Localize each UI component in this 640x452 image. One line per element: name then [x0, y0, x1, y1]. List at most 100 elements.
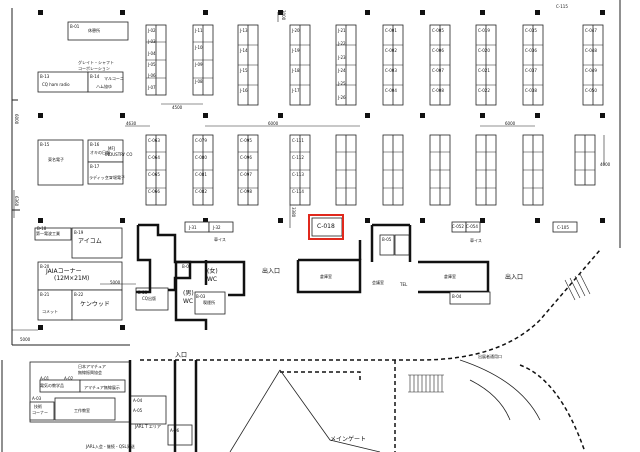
- booth-c-098[interactable]: C-098: [240, 189, 252, 194]
- booth-b-16[interactable]: B-16: [90, 142, 100, 147]
- booth-j-03[interactable]: J-03: [148, 39, 156, 45]
- booth-c-063[interactable]: C-063: [148, 138, 160, 143]
- booth-c-019[interactable]: C-019: [478, 28, 490, 33]
- booth-c-081[interactable]: C-081: [195, 172, 207, 177]
- booth-c-066[interactable]: C-066: [148, 189, 160, 194]
- booth-c-018[interactable]: C-018: [317, 223, 335, 230]
- booth-b-13[interactable]: B-13: [40, 74, 50, 79]
- booth-c-037[interactable]: C-037: [525, 68, 537, 73]
- booth-c-003[interactable]: C-003: [385, 68, 397, 73]
- booth-a-05[interactable]: A-05: [133, 408, 143, 413]
- booth-j-10[interactable]: J-10: [195, 45, 203, 50]
- booth-j-31[interactable]: J-31: [189, 225, 197, 230]
- booth-j-24[interactable]: J-24: [338, 68, 346, 73]
- booth-j-04[interactable]: J-04: [148, 50, 156, 56]
- booth-j-22[interactable]: J-22: [338, 41, 346, 47]
- booth-a-02[interactable]: A-02: [64, 376, 74, 381]
- booth-b-02[interactable]: B-02: [182, 264, 192, 269]
- booth-b-04[interactable]: B-04: [452, 294, 462, 299]
- booth-j-05[interactable]: J-05: [148, 62, 156, 67]
- booth-c-112[interactable]: C-112: [292, 155, 304, 160]
- booth-c-022[interactable]: C-022: [478, 88, 490, 93]
- booth-b-01[interactable]: B-01: [70, 24, 80, 29]
- dim-6000-left: 6000: [14, 114, 19, 125]
- booth-b-14[interactable]: B-14: [90, 74, 100, 79]
- booth-a-01[interactable]: A-01: [40, 376, 50, 381]
- booth-j-18[interactable]: J-18: [292, 68, 300, 73]
- booth-b-03[interactable]: B-03: [196, 294, 206, 299]
- booth-c-002[interactable]: C-002: [385, 48, 397, 53]
- booth-b-19[interactable]: B-19: [74, 230, 84, 235]
- booth-c-035[interactable]: C-035: [525, 28, 537, 33]
- booth-j-15[interactable]: J-15: [240, 68, 248, 73]
- booth-b-23[interactable]: B-23: [138, 290, 148, 295]
- booth-b-18[interactable]: B-18: [37, 226, 47, 231]
- booth-j-09[interactable]: J-09: [195, 62, 203, 67]
- booth-j-32[interactable]: J-32: [213, 225, 221, 230]
- oki-label: オキの日報: [90, 150, 110, 155]
- booth-c-006[interactable]: C-006: [432, 48, 444, 53]
- booth-b-15[interactable]: B-15: [40, 142, 50, 147]
- booth-c-001[interactable]: C-001: [385, 28, 397, 33]
- booth-b-21[interactable]: B-21: [40, 292, 50, 297]
- booth-j-13[interactable]: J-13: [240, 28, 248, 33]
- booth-c-082[interactable]: C-082: [195, 189, 207, 194]
- booth-c-021[interactable]: C-021: [478, 68, 490, 73]
- booth-j-16[interactable]: J-16: [240, 88, 248, 93]
- booth-c-080[interactable]: C-080: [195, 155, 207, 160]
- booth-j-20[interactable]: J-20: [292, 28, 300, 33]
- booth-c-115[interactable]: C-115: [556, 4, 568, 9]
- booth-j-23[interactable]: J-23: [338, 54, 346, 60]
- booth-j-14[interactable]: J-14: [240, 48, 248, 53]
- booth-c-064[interactable]: C-064: [148, 155, 160, 160]
- booth-c-005[interactable]: C-005: [432, 28, 444, 33]
- booth-c-020[interactable]: C-020: [478, 48, 490, 53]
- booth-c-004[interactable]: C-004: [385, 88, 397, 93]
- booth-j-11[interactable]: J-11: [195, 28, 203, 33]
- booth-c-054[interactable]: C-054: [466, 224, 478, 229]
- booth-c-036[interactable]: C-036: [525, 48, 537, 53]
- booth-c-007[interactable]: C-007: [432, 68, 444, 73]
- booth-j-25[interactable]: J-25: [338, 81, 346, 87]
- booth-c-079[interactable]: C-079: [195, 138, 207, 143]
- booth-j-26[interactable]: J-26: [338, 94, 346, 100]
- dim-4630: 4630: [126, 121, 137, 126]
- booth-c-052[interactable]: C-052: [452, 224, 464, 229]
- booth-j-02[interactable]: J-02: [148, 28, 156, 33]
- booth-j-08[interactable]: J-08: [195, 79, 203, 84]
- booth-j-07[interactable]: J-07: [148, 84, 156, 90]
- great-shift-label: グレイト・シャフト: [78, 60, 114, 65]
- booth-c-105[interactable]: C-105: [557, 225, 569, 230]
- booth-j-19[interactable]: J-19: [292, 48, 300, 53]
- booth-c-048[interactable]: C-048: [585, 48, 597, 53]
- booth-c-050[interactable]: C-050: [585, 88, 597, 93]
- booth-c-114[interactable]: C-114: [292, 189, 304, 194]
- comet-label: コメット: [42, 309, 58, 314]
- kenwood-label: ケンウッド: [80, 301, 110, 308]
- booth-b-05[interactable]: B-05: [382, 237, 392, 242]
- booth-j-17[interactable]: J-17: [292, 88, 300, 93]
- booth-b-17[interactable]: B-17: [90, 164, 100, 169]
- booth-j-21[interactable]: J-21: [338, 28, 346, 33]
- hall-walls: [1, 0, 621, 452]
- booth-c-038[interactable]: C-038: [525, 88, 537, 93]
- booth-b-22[interactable]: B-22: [74, 292, 84, 297]
- booth-c-047[interactable]: C-047: [585, 28, 597, 33]
- dim-3380: 3380: [291, 207, 296, 218]
- booth-c-008[interactable]: C-008: [432, 88, 444, 93]
- booth-b-20[interactable]: B-20: [40, 264, 50, 269]
- denpa-label: 電気の教学品: [40, 383, 64, 388]
- booth-a-06[interactable]: A-06: [170, 428, 180, 433]
- booth-a-03[interactable]: A-03: [32, 396, 42, 401]
- booth-c-097[interactable]: C-097: [240, 172, 252, 177]
- booth-c-095[interactable]: C-095: [240, 138, 252, 143]
- booth-c-065[interactable]: C-065: [148, 172, 160, 177]
- wc-male-sign: WC: [183, 298, 194, 305]
- booth-a-04[interactable]: A-04: [133, 398, 143, 403]
- booth-j-06[interactable]: J-06: [148, 73, 156, 79]
- booth-c-111[interactable]: C-111: [292, 138, 304, 143]
- booth-c-096[interactable]: C-096: [240, 155, 252, 160]
- dim-5000-left: 5000: [20, 337, 31, 342]
- booth-c-049[interactable]: C-049: [585, 68, 597, 73]
- booth-c-113[interactable]: C-113: [292, 172, 304, 177]
